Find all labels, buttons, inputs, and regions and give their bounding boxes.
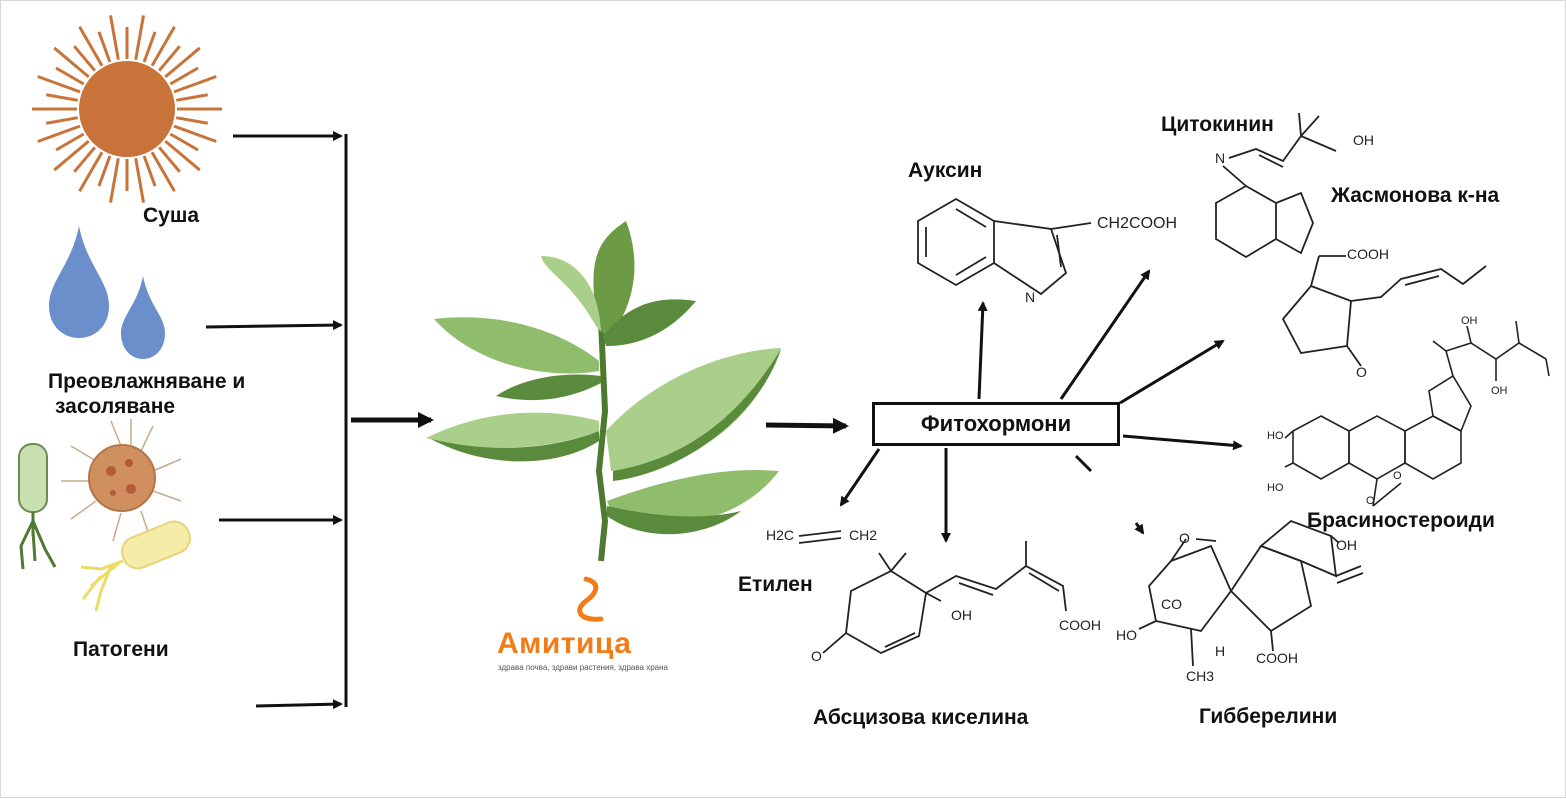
brand-logo-icon (577, 576, 604, 622)
sun-ray (164, 139, 201, 172)
gibberellin-h: H (1215, 643, 1226, 659)
brassino-oh-1: OH (1461, 315, 1478, 327)
sun-ray (169, 132, 199, 152)
sun-ray (73, 146, 97, 173)
sun-ray (173, 124, 217, 143)
ethylene-structure (798, 530, 842, 544)
brassino-o: O (1393, 470, 1402, 482)
brassinosteroid-structure (1284, 320, 1550, 507)
jasmonic-o: O (1356, 364, 1367, 380)
sun-ray (169, 66, 199, 86)
sun-ray (37, 124, 81, 143)
fungus-icon (61, 419, 182, 542)
cytokinin-n: N (1215, 150, 1226, 166)
auxin-structure (917, 197, 1092, 296)
sun-ray (97, 31, 112, 63)
brassino-ho-1: HO (1267, 430, 1284, 442)
hormone-arrows (839, 269, 1243, 543)
sun-ray (109, 157, 120, 203)
gibberellin-oh: OH (1336, 537, 1357, 553)
waterlogging-label-line2: засоляване (55, 395, 176, 418)
brand-tagline: здрава почва, здрави растения, здрава хр… (498, 663, 668, 672)
sun-ray (45, 93, 79, 102)
ethylene-ch2: CH2 (849, 527, 878, 543)
bacterium-icon (18, 443, 57, 570)
sun-ray (97, 155, 112, 187)
sun-ray (142, 31, 157, 63)
sun-ray (53, 139, 90, 172)
gibberellins-label: Гибберелини (1199, 705, 1338, 728)
cytokinin-oh: OH (1353, 132, 1374, 148)
jasmonic-structure (1281, 255, 1487, 367)
sun-ray (55, 132, 85, 152)
sun-ray (45, 116, 79, 125)
sun-ray (37, 75, 81, 94)
sun-ray (78, 151, 104, 193)
drought-label: Суша (143, 204, 200, 227)
sun-ray (55, 66, 85, 86)
sun-ray (173, 75, 217, 94)
sun-ray (150, 25, 176, 67)
jasmonic-cooh: COOH (1347, 246, 1389, 262)
gibberellin-structure (1138, 519, 1364, 667)
gibberellin-co: CO (1161, 596, 1182, 612)
brassino-ho-2: HO (1267, 482, 1284, 494)
sun-ray (109, 15, 120, 61)
pathogens-label: Патогени (73, 638, 169, 661)
input-arrows (205, 131, 348, 710)
ethylene-label: Етилен (738, 573, 813, 596)
waterlogging-label-line1: Преовлажняване и (48, 370, 246, 393)
sun-ray (157, 45, 181, 72)
sun-ray (53, 46, 90, 79)
cytokinin-label: Цитокинин (1161, 113, 1274, 136)
phytohormones-box: Фитохормони (872, 402, 1120, 446)
brassino-o-2: O (1366, 495, 1375, 507)
sun-ray (78, 25, 104, 67)
auxin-ch2cooh: CH2COOH (1097, 215, 1178, 232)
gibberellin-ch3: CH3 (1186, 668, 1215, 684)
sun-ray (175, 116, 209, 125)
auxin-label: Ауксин (908, 159, 983, 182)
sun-ray (150, 151, 176, 193)
gibberellin-o: O (1179, 530, 1190, 546)
brand-name: Амитица (497, 627, 632, 660)
water-drops-icon (49, 226, 165, 359)
sun-ray (134, 157, 145, 203)
auxin-n: N (1025, 289, 1036, 305)
sun-ray (175, 93, 209, 102)
cytokinin-structure (1215, 112, 1337, 259)
sun-disc (79, 61, 175, 157)
bacillus-icon (80, 520, 191, 612)
arrow-to-hub (765, 417, 849, 434)
sun-ray (73, 45, 97, 72)
gibberellin-ho: HO (1116, 627, 1137, 643)
gibberellin-cooh: COOH (1256, 650, 1298, 666)
ethylene-h2c: H2C (766, 527, 795, 543)
brassinosteroids-label: Брасиностероиди (1307, 509, 1495, 532)
jasmonic-acid-label: Жасмонова к-на (1331, 184, 1500, 207)
sun-ray (134, 15, 145, 61)
abscisic-oh: OH (951, 607, 972, 623)
sun-ray (142, 155, 157, 187)
abscisic-acid-label: Абсцизова киселина (813, 706, 1029, 729)
abscisic-o: O (811, 648, 822, 664)
sun-ray (157, 146, 181, 173)
sun-ray (164, 46, 201, 79)
pathogens-icon (18, 419, 191, 612)
sun-icon (32, 15, 222, 203)
abscisic-structure (822, 541, 1067, 655)
plant-icon (426, 221, 781, 562)
abscisic-cooh: COOH (1059, 617, 1101, 633)
brassino-oh-2: OH (1491, 385, 1508, 397)
